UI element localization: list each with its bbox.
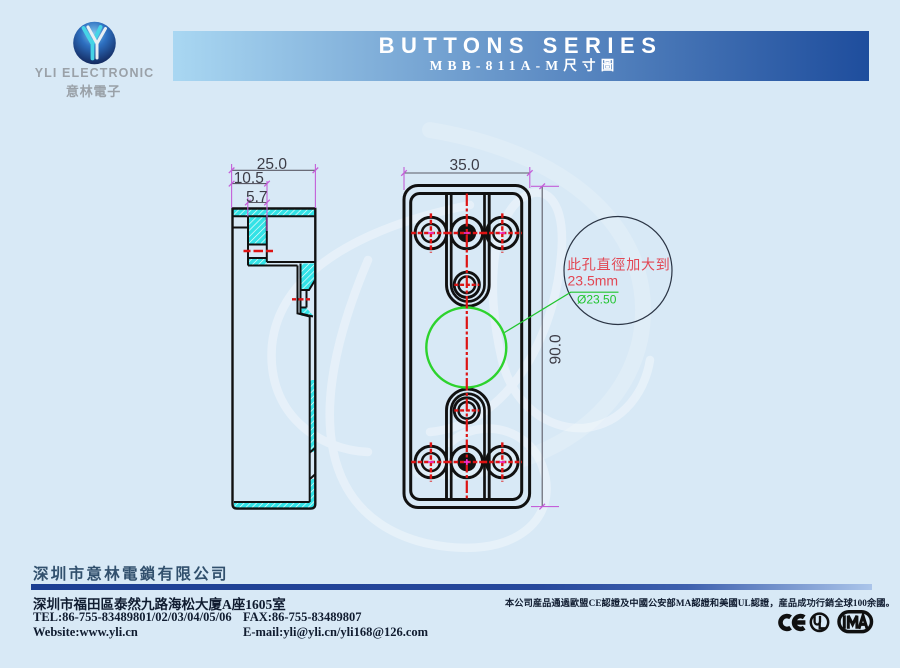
svg-text:35.0: 35.0 (450, 157, 481, 174)
svg-text:此孔直徑加大到: 此孔直徑加大到 (567, 257, 671, 273)
svg-text:23.5mm: 23.5mm (568, 273, 619, 289)
svg-text:5.7: 5.7 (246, 189, 268, 206)
svg-text:25.0: 25.0 (257, 156, 288, 173)
svg-text:10.5: 10.5 (234, 170, 264, 187)
svg-text:90.0: 90.0 (548, 334, 565, 365)
svg-text:Ø23.50: Ø23.50 (577, 293, 617, 307)
